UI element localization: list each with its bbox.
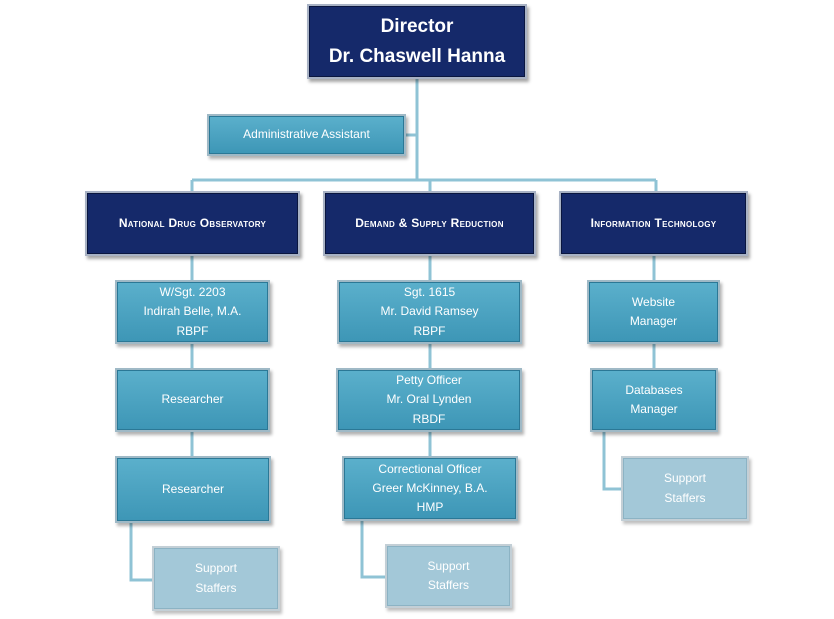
staff-line: Databases xyxy=(625,382,683,397)
staff-box-greer-mckinney: Correctional Officer Greer McKinney, B.A… xyxy=(342,456,518,521)
department-title: Information Technology xyxy=(590,215,717,230)
staff-box-databases-manager: Databases Manager xyxy=(590,368,718,432)
staff-line: Mr. David Ramsey xyxy=(380,304,479,319)
staff-line: Website xyxy=(631,294,676,309)
staff-line: RBDF xyxy=(412,411,446,426)
staff-line: Researcher xyxy=(161,481,225,496)
staff-box-indirah-belle: W/Sgt. 2203 Indirah Belle, M.A. RBPF xyxy=(115,280,270,344)
connector-dept3-support xyxy=(602,432,623,491)
staff-line: RBPF xyxy=(176,323,209,338)
department-title: Demand & Supply Reduction xyxy=(355,215,504,230)
staff-line: HMP xyxy=(416,500,444,515)
staff-box-david-ramsey: Sgt. 1615 Mr. David Ramsey RBPF xyxy=(337,280,522,344)
department-information-technology: Information Technology xyxy=(559,191,748,256)
staff-box-website-manager: Website Manager xyxy=(587,280,720,344)
director-box: Director Dr. Chaswell Hanna xyxy=(307,4,527,79)
staff-line: Indirah Belle, M.A. xyxy=(143,304,242,319)
support-line: Support xyxy=(427,558,470,573)
support-line: Support xyxy=(663,471,707,486)
support-staffers-box-information-technology: Support Staffers xyxy=(621,456,749,521)
staff-line: RBPF xyxy=(413,323,446,338)
support-line: Staffers xyxy=(664,490,706,505)
administrative-assistant-box: Administrative Assistant xyxy=(207,114,406,156)
connector-dept2-support xyxy=(360,520,386,579)
staff-line: Mr. Oral Lynden xyxy=(386,392,472,407)
support-line: Staffers xyxy=(427,578,470,592)
department-title: National Drug Observatory xyxy=(118,215,267,230)
administrative-assistant-label: Administrative Assistant xyxy=(243,127,370,142)
staff-line: W/Sgt. 2203 xyxy=(159,285,226,300)
staff-box-researcher-2: Researcher xyxy=(115,456,271,523)
staff-line: Sgt. 1615 xyxy=(403,285,456,300)
department-demand-supply-reduction: Demand & Supply Reduction xyxy=(323,191,536,256)
staff-box-researcher-1: Researcher xyxy=(115,368,270,432)
department-national-drug-observatory: National Drug Observatory xyxy=(85,191,300,256)
support-line: Staffers xyxy=(195,580,237,595)
staff-box-oral-lynden: Petty Officer Mr. Oral Lynden RBDF xyxy=(336,368,522,432)
director-name: Dr. Chaswell Hanna xyxy=(328,45,506,67)
staff-line: Correctional Officer xyxy=(378,461,482,476)
director-title: Director xyxy=(380,16,454,38)
support-line: Support xyxy=(194,561,238,576)
support-staffers-box-demand-supply: Support Staffers xyxy=(385,544,512,608)
staff-line: Manager xyxy=(630,402,678,416)
staff-line: Petty Officer xyxy=(396,373,462,388)
support-staffers-box-observatory: Support Staffers xyxy=(152,546,280,611)
staff-line: Manager xyxy=(629,314,678,328)
staff-line: Greer McKinney, B.A. xyxy=(372,480,488,495)
connector-dept1-support xyxy=(129,522,153,582)
staff-line: Researcher xyxy=(161,392,224,407)
